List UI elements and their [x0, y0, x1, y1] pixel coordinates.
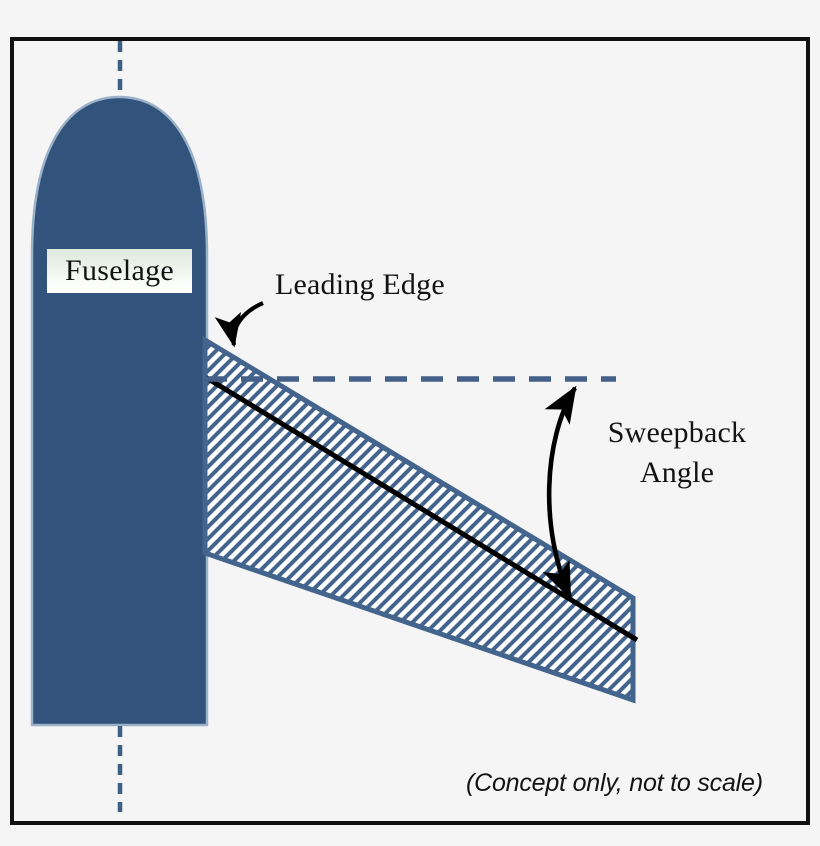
sweepback-angle-line2: Angle: [639, 455, 715, 489]
scale-disclaimer-note: (Concept only, not to scale): [466, 769, 763, 797]
sweepback-angle-line1: Sweepback: [607, 416, 747, 449]
sweepback-angle-arrow: [542, 385, 577, 600]
fuselage-body: [30, 95, 209, 727]
leading-edge-arrow: [214, 301, 264, 348]
fuselage-label: Fuselage: [47, 249, 192, 293]
wing-planform: [202, 335, 636, 704]
leading-edge-label: Leading Edge: [275, 268, 445, 301]
